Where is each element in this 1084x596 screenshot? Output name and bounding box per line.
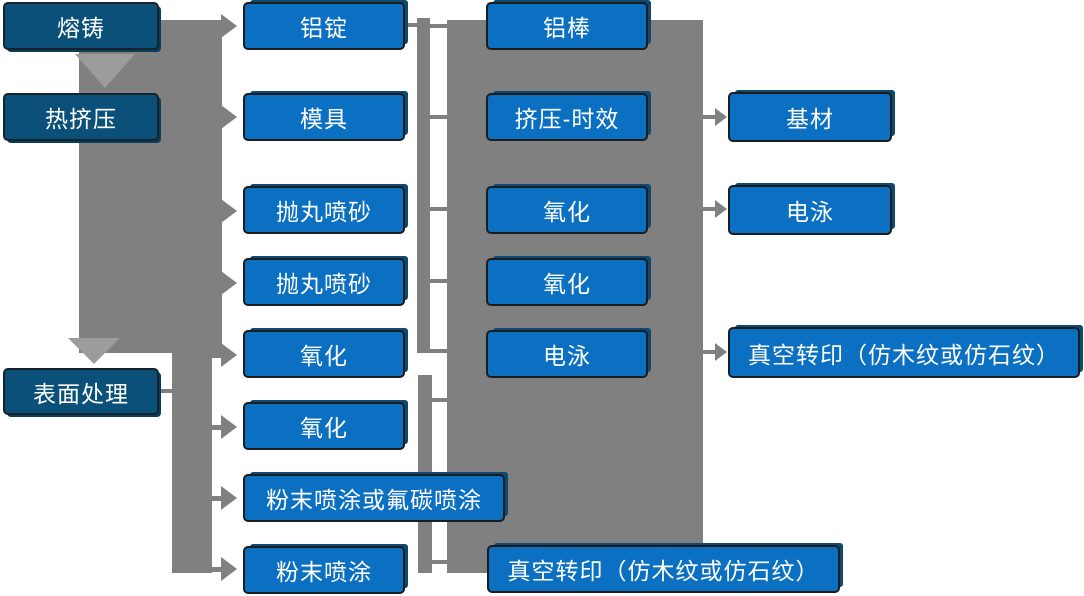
connector-middle-band-upper <box>417 18 430 353</box>
node-electrophoresis-b: 电泳 <box>728 185 892 235</box>
arrow-stem <box>210 496 222 501</box>
node-oxidation-d: 氧化 <box>486 258 648 306</box>
node-vacuum-transfer-print-a: 真空转印（仿木纹或仿石纹） <box>487 545 840 593</box>
node-oxidation-b: 氧化 <box>243 402 405 450</box>
connector-cross-line <box>432 560 447 564</box>
node-powder-coating: 粉末喷涂 <box>243 546 405 594</box>
arrow-stem <box>210 425 222 430</box>
right-arrow-icon <box>221 415 237 439</box>
connector-cross-line <box>430 24 447 28</box>
connector-left-lower-band <box>172 353 212 573</box>
arrow-stem <box>703 350 716 354</box>
connector-cross-line <box>430 279 447 283</box>
right-arrow-icon <box>221 486 237 510</box>
down-arrow-icon <box>75 54 135 88</box>
connector-cross-line <box>430 207 447 211</box>
arrow-stem <box>703 115 716 119</box>
node-aluminum-ingot: 铝锭 <box>243 2 405 50</box>
down-arrow-icon <box>68 338 120 364</box>
right-arrow-icon <box>715 343 727 361</box>
connector-cross-line <box>405 23 417 27</box>
right-arrow-icon <box>221 199 237 223</box>
node-powder-or-fluorocarbon-coating: 粉末喷涂或氟碳喷涂 <box>243 474 505 522</box>
node-extrusion-aging: 挤压-时效 <box>486 93 648 141</box>
node-shot-blast-sandblast-2: 抛丸喷砂 <box>243 258 405 306</box>
node-aluminum-rod: 铝棒 <box>486 2 648 50</box>
stage-surface-treatment: 表面处理 <box>3 368 159 415</box>
connector-cross-line <box>430 115 447 119</box>
right-arrow-icon <box>221 105 237 129</box>
right-arrow-icon <box>221 557 237 581</box>
stage-melting-casting: 熔铸 <box>3 2 159 50</box>
node-oxidation-a: 氧化 <box>243 330 405 378</box>
arrow-stem <box>210 567 222 572</box>
connector-cross-line <box>432 398 447 402</box>
node-mold: 模具 <box>243 93 405 141</box>
right-arrow-icon <box>221 271 237 295</box>
node-shot-blast-sandblast-1: 抛丸喷砂 <box>243 186 405 234</box>
right-arrow-icon <box>715 108 727 126</box>
node-vacuum-transfer-print-b: 真空转印（仿木纹或仿石纹） <box>728 327 1080 378</box>
connector-cross-line <box>430 349 447 353</box>
right-arrow-icon <box>221 14 237 38</box>
node-oxidation-c: 氧化 <box>486 186 648 234</box>
connector-surface-treatment-stub <box>157 389 173 393</box>
arrow-stem <box>703 207 716 211</box>
node-base-material: 基材 <box>728 92 892 142</box>
stage-hot-extrusion: 热挤压 <box>3 93 159 141</box>
right-arrow-icon <box>715 200 727 218</box>
arrow-stem <box>210 353 222 358</box>
node-electrophoresis-a: 电泳 <box>486 330 648 378</box>
right-arrow-icon <box>221 343 237 367</box>
